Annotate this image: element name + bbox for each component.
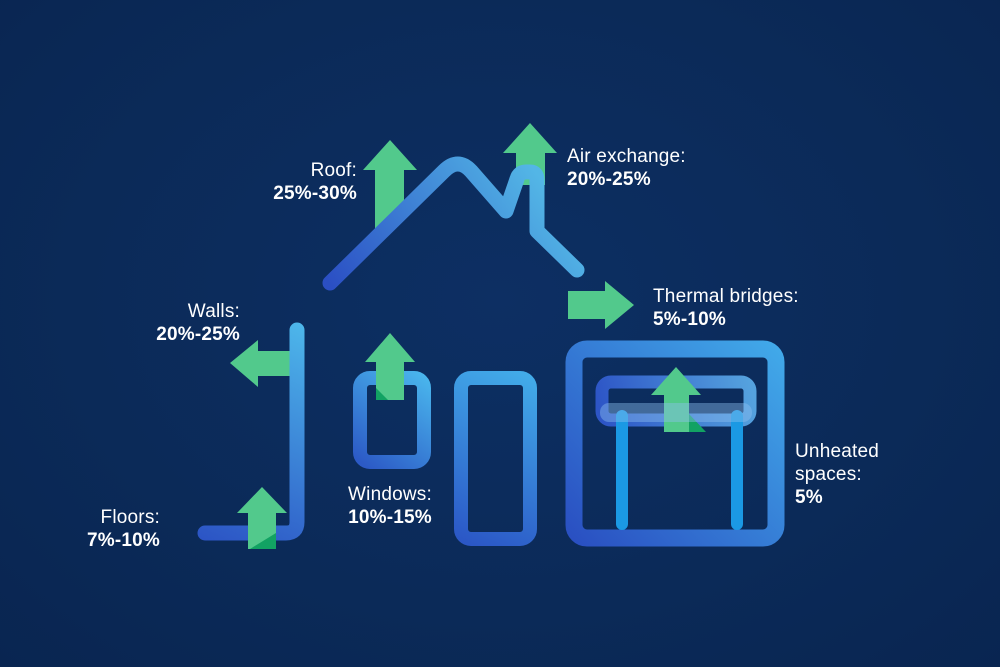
- air-exchange-label-name: Air exchange:: [567, 146, 686, 167]
- floors-label-value: 7%-10%: [86, 530, 160, 551]
- door-outline: [454, 371, 537, 546]
- unheated-spaces-label-value: 5%: [795, 487, 823, 508]
- windows-label-value: 10%-15%: [348, 507, 432, 528]
- floors-label: Floors: 7%-10%: [87, 506, 160, 552]
- roof-outline: [322, 156, 585, 291]
- thermal-bridges-label-value: 5%-10%: [653, 309, 727, 330]
- roof-label: Roof: 25%-30%: [273, 159, 357, 205]
- walls-label-name: Walls:: [187, 301, 240, 322]
- unheated-heat-arrow-icon: [651, 367, 701, 432]
- windows-label-name: Windows:: [348, 484, 432, 505]
- unheated-spaces-label: Unheated spaces: 5%: [795, 440, 879, 509]
- floors-label-name: Floors:: [100, 507, 160, 528]
- floors-arrow-shadow: [250, 533, 276, 549]
- floors-heat-arrow-icon: [237, 487, 287, 549]
- air-exchange-label: Air exchange: 20%-25%: [567, 145, 686, 191]
- roof-label-value: 25%-30%: [273, 183, 357, 204]
- air-exchange-label-value: 20%-25%: [567, 169, 651, 190]
- unheated-arrow-shadow: [689, 414, 706, 432]
- thermal-bridges-heat-arrow-icon: [568, 281, 634, 329]
- windows-heat-arrow-icon: [365, 333, 415, 400]
- garage-outline: [565, 340, 785, 547]
- roof-label-name: Roof:: [310, 160, 357, 181]
- walls-label: Walls: 20%-25%: [156, 300, 240, 346]
- unheated-spaces-label-line1: Unheated: [795, 441, 880, 462]
- garage-header-band: [600, 403, 752, 422]
- roof-heat-arrow-icon: [363, 140, 417, 240]
- wall-floor-outline: [197, 322, 305, 541]
- windows-arrow-shadow: [376, 388, 388, 400]
- walls-label-value: 20%-25%: [156, 324, 240, 345]
- thermal-bridges-label: Thermal bridges: 5%-10%: [653, 285, 799, 331]
- unheated-spaces-label-line2: spaces:: [795, 464, 862, 485]
- windows-label: Windows: 10%-15%: [348, 483, 432, 529]
- walls-heat-arrow-icon: [230, 340, 299, 387]
- thermal-bridges-label-name: Thermal bridges:: [653, 286, 799, 307]
